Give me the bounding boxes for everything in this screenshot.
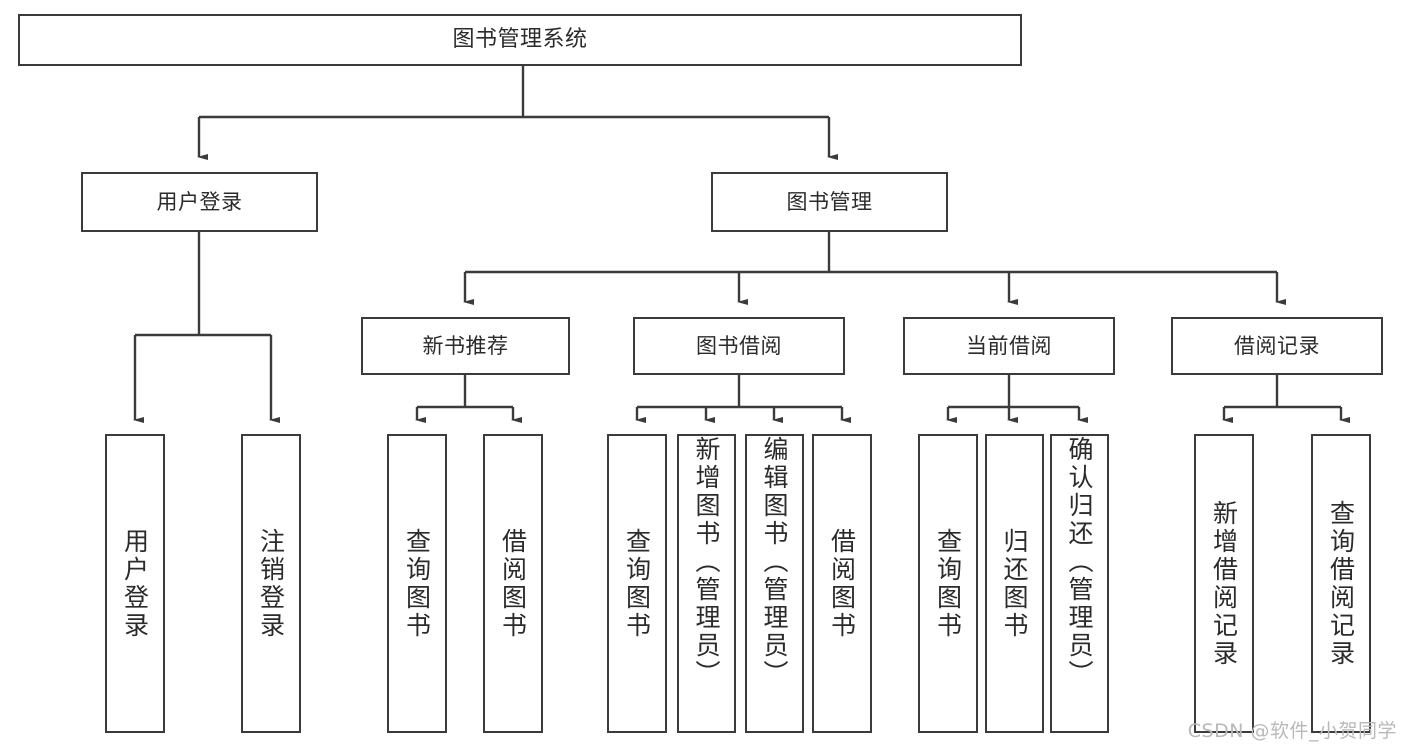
node-label: 查询图书 <box>622 527 652 640</box>
leaf-edit-book-admin[interactable]: 编辑图书（管理员） <box>745 434 804 733</box>
leaf-user-login[interactable]: 用户登录 <box>105 434 165 733</box>
leaf-confirm-return-admin[interactable]: 确认归还（管理员） <box>1050 434 1109 733</box>
leaf-user-logout[interactable]: 注销登录 <box>241 434 301 733</box>
node-label: 借阅图书 <box>827 527 857 640</box>
leaf-query-book-recommend[interactable]: 查询图书 <box>387 434 447 733</box>
node-borrow-record[interactable]: 借阅记录 <box>1171 317 1383 375</box>
node-label: 归还图书 <box>1000 527 1029 640</box>
node-book-borrow[interactable]: 图书借阅 <box>633 317 845 375</box>
node-label: 新书推荐 <box>422 333 509 358</box>
node-label: 查询图书 <box>933 527 963 640</box>
node-label: 用户登录 <box>120 527 150 640</box>
node-new-book-recommend[interactable]: 新书推荐 <box>361 317 570 375</box>
node-label: 用户登录 <box>156 189 243 214</box>
node-label: 新增借阅记录 <box>1209 499 1239 668</box>
node-label: 编辑图书（管理员） <box>760 436 789 688</box>
leaf-return-book[interactable]: 归还图书 <box>985 434 1044 733</box>
node-label: 借阅图书 <box>498 527 528 640</box>
node-label: 当前借阅 <box>966 333 1052 358</box>
node-book-management[interactable]: 图书管理 <box>711 172 948 232</box>
node-label: 图书借阅 <box>696 333 782 358</box>
node-label: 注销登录 <box>256 527 286 640</box>
node-label: 确认归还（管理员） <box>1065 436 1094 688</box>
csdn-watermark: CSDN @软件_小贺同学 <box>1187 720 1397 742</box>
leaf-query-borrow-record[interactable]: 查询借阅记录 <box>1311 434 1371 733</box>
node-label: 新增图书（管理员） <box>692 436 721 688</box>
node-label: 查询图书 <box>402 527 432 640</box>
leaf-query-book-borrow[interactable]: 查询图书 <box>607 434 667 733</box>
leaf-borrow-book-recommend[interactable]: 借阅图书 <box>483 434 543 733</box>
node-label: 查询借阅记录 <box>1326 499 1356 668</box>
node-label: 图书管理系统 <box>452 27 588 53</box>
node-current-borrow[interactable]: 当前借阅 <box>903 317 1115 375</box>
node-label: 图书管理 <box>786 189 873 214</box>
leaf-query-book-current[interactable]: 查询图书 <box>918 434 978 733</box>
leaf-add-book-admin[interactable]: 新增图书（管理员） <box>677 434 736 733</box>
node-label: 借阅记录 <box>1234 333 1320 358</box>
leaf-borrow-book[interactable]: 借阅图书 <box>812 434 872 733</box>
node-root-system[interactable]: 图书管理系统 <box>18 14 1022 66</box>
node-user-login[interactable]: 用户登录 <box>81 172 318 232</box>
leaf-add-borrow-record[interactable]: 新增借阅记录 <box>1194 434 1254 733</box>
